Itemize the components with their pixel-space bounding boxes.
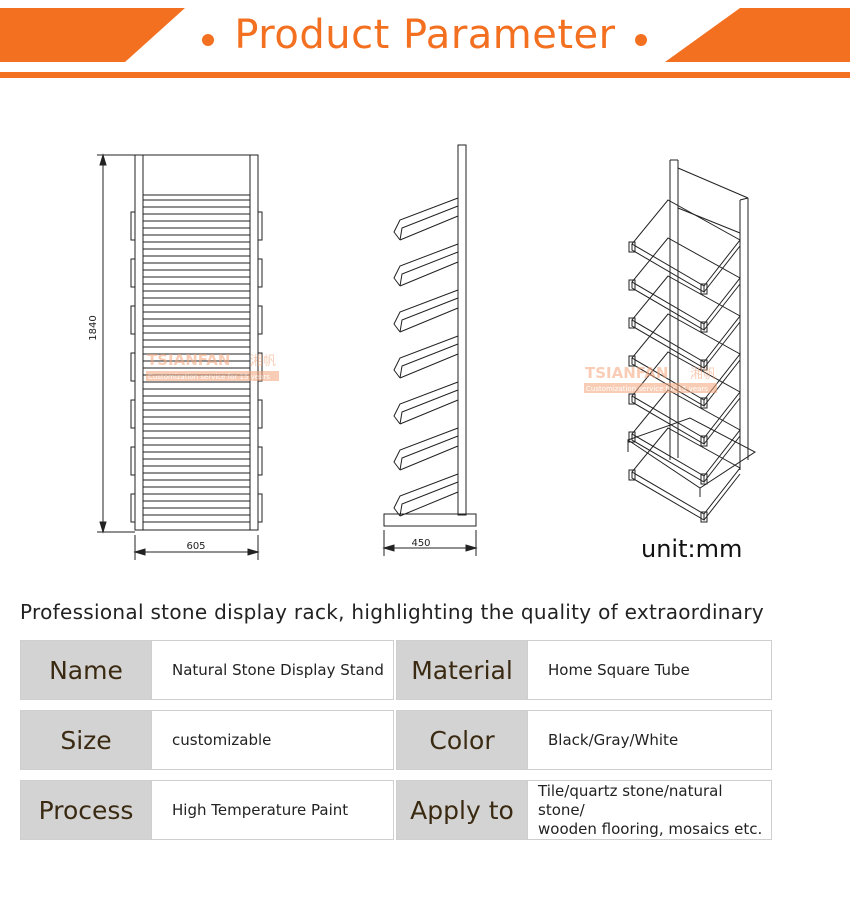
- isometric-view-drawing: [626, 159, 756, 523]
- spec-value-color: Black/Gray/White: [527, 710, 772, 770]
- svg-text:湘帆: 湘帆: [690, 367, 716, 382]
- rack-drawings: 1840 605 450 TSIANFAN 湘帆 Customization s…: [88, 144, 756, 560]
- unit-label: unit:mm: [641, 535, 743, 563]
- spec-value-process: High Temperature Paint: [151, 780, 394, 840]
- svg-text:Customization service for 15 y: Customization service for 15 years: [148, 373, 270, 381]
- svg-text:Customization service for 15 y: Customization service for 15 years: [586, 385, 708, 393]
- watermark-left: TSIANFAN 湘帆 Customization service for 15…: [146, 351, 279, 381]
- spec-value-material: Home Square Tube: [527, 640, 772, 700]
- spec-row: Name Natural Stone Display Stand Materia…: [20, 640, 772, 700]
- spec-key-size: Size: [20, 710, 152, 770]
- spec-value-name: Natural Stone Display Stand: [151, 640, 394, 700]
- svg-text:湘帆: 湘帆: [250, 354, 276, 369]
- side-view-drawing: [382, 144, 478, 556]
- watermark-right: TSIANFAN 湘帆 Customization service for 15…: [584, 364, 717, 393]
- spec-key-apply-to: Apply to: [396, 780, 528, 840]
- height-dimension-label: 1840: [88, 315, 99, 340]
- width-dimension-label: 605: [186, 541, 205, 552]
- spec-key-material: Material: [396, 640, 528, 700]
- bullet-dot-left: [202, 34, 214, 46]
- spec-key-color: Color: [396, 710, 528, 770]
- spec-row: Process High Temperature Paint Apply to …: [20, 780, 772, 840]
- tagline: Professional stone display rack, highlig…: [20, 600, 764, 624]
- header-banner: [0, 8, 850, 78]
- svg-text:TSIANFAN: TSIANFAN: [585, 364, 668, 382]
- svg-text:TSIANFAN: TSIANFAN: [147, 351, 230, 369]
- spec-key-process: Process: [20, 780, 152, 840]
- depth-dimension-label: 450: [411, 538, 430, 549]
- front-view-drawing: [97, 153, 263, 560]
- spec-table: Name Natural Stone Display Stand Materia…: [20, 640, 772, 850]
- spec-value-size: customizable: [151, 710, 394, 770]
- bullet-dot-right: [635, 34, 647, 46]
- page-title: Product Parameter: [234, 12, 616, 58]
- spec-key-name: Name: [20, 640, 152, 700]
- spec-value-apply-to: Tile/quartz stone/natural stone/ wooden …: [527, 780, 772, 840]
- spec-row: Size customizable Color Black/Gray/White: [20, 710, 772, 770]
